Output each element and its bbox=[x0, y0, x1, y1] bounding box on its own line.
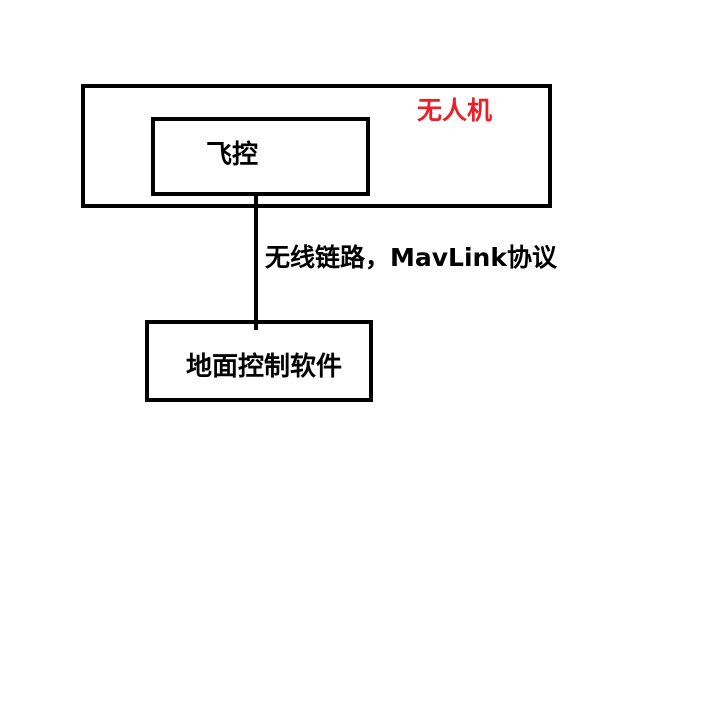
flight-controller-box bbox=[151, 117, 370, 196]
flight-controller-label: 飞控 bbox=[206, 140, 259, 170]
wireless-link-connector bbox=[254, 196, 258, 330]
drone-box bbox=[81, 84, 552, 208]
ground-control-box bbox=[145, 320, 373, 402]
wireless-link-label: 无线链路，MavLink协议 bbox=[265, 243, 557, 272]
drone-label: 无人机 bbox=[417, 96, 493, 125]
ground-control-label: 地面控制软件 bbox=[186, 352, 343, 382]
